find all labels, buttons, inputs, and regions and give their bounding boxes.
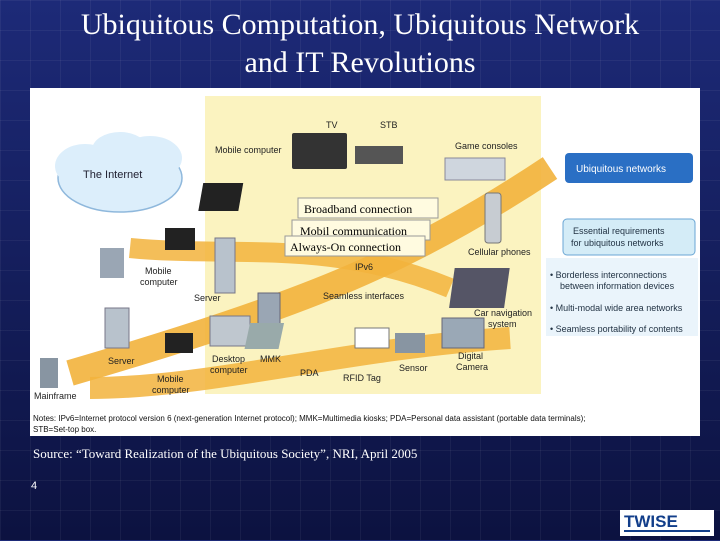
car-nav-label-1: Car navigation	[474, 308, 532, 318]
mobile-computer-top-label: Mobile computer	[215, 145, 282, 155]
desktop-left-icon	[100, 248, 124, 278]
server-mid-label: Server	[194, 293, 221, 303]
title-line-2: and IT Revolutions	[244, 46, 476, 79]
digital-camera-label-1: Digital	[458, 351, 483, 361]
laptop-low-icon	[165, 333, 193, 353]
pda-label: PDA	[300, 368, 319, 378]
ubiquitous-networks-label: Ubiquitous networks	[576, 164, 666, 175]
mobile-computer-left-label-1: Mobile	[145, 266, 172, 276]
laptop-left-icon	[165, 228, 195, 250]
mobile-computer-low-label-1: Mobile	[157, 374, 184, 384]
essential-requirements-box	[562, 218, 696, 256]
game-consoles-label: Game consoles	[455, 141, 518, 151]
internet-cloud: The Internet	[55, 132, 183, 213]
requirements-list-box	[546, 258, 698, 336]
game-console-icon	[444, 157, 506, 181]
essential-label-1: Essential requirements	[573, 226, 665, 236]
mainframe-label: Mainframe	[34, 391, 77, 401]
twise-logo-svg: TWISE	[624, 512, 710, 532]
server-mid-icon	[214, 237, 236, 294]
stb-icon	[355, 146, 403, 164]
always-on-overlay-box	[284, 235, 426, 257]
internet-label: The Internet	[83, 169, 142, 181]
desktop-label-2: computer	[210, 365, 248, 375]
mainframe-icon	[40, 358, 58, 388]
tv-label: TV	[326, 120, 338, 130]
digital-camera-label-2: Camera	[456, 362, 488, 372]
title-line-1: Ubiquitous Computation, Ubiquitous Netwo…	[80, 8, 640, 41]
logo-mark: TWISE	[624, 512, 678, 531]
diagram-svg: The Internet TV STB Mobile computer Game…	[33, 96, 698, 434]
stb-label: STB	[380, 120, 398, 130]
desktop-computer-icon	[209, 315, 251, 347]
sensor-icon	[395, 333, 425, 353]
notes-line-1: Notes: IPv6=Internet protocol version 6 …	[33, 414, 586, 423]
seamless-label: Seamless interfaces	[323, 291, 405, 301]
car-navigation-icon	[449, 268, 510, 308]
always-on-overlay: Always-On connection	[290, 240, 401, 254]
tv-icon	[292, 133, 347, 169]
digital-camera-icon	[441, 317, 485, 349]
car-nav-label-2: system	[488, 319, 517, 329]
requirement-3: • Seamless portability of contents	[550, 324, 683, 334]
laptop-top-icon	[198, 183, 244, 211]
network-tube-upper	[129, 238, 454, 298]
logo-underline	[624, 530, 710, 532]
rfid-tag-icon	[354, 327, 390, 349]
ipv6-label: IPv6	[355, 262, 373, 272]
mobile-computer-low-label-2: computer	[152, 385, 190, 395]
requirement-1-line-1: • Borderless interconnections	[550, 270, 667, 280]
twise-logo: TWISE	[620, 510, 714, 536]
essential-label-2: for ubiquitous networks	[571, 238, 664, 248]
mmk-label: MMK	[260, 354, 281, 364]
network-diagram: The Internet TV STB Mobile computer Game…	[30, 88, 700, 436]
requirement-1-line-2: between information devices	[560, 281, 675, 291]
rfid-label: RFID Tag	[343, 373, 381, 383]
server-low-icon	[104, 307, 130, 349]
ubiquitous-networks-callout	[565, 153, 693, 183]
server-low-label: Server	[108, 356, 135, 366]
source-citation: Source: “Toward Realization of the Ubiqu…	[33, 446, 418, 461]
broadband-overlay-box	[297, 197, 439, 219]
requirement-2: • Multi-modal wide area networks	[550, 303, 683, 313]
slide-title: Ubiquitous Computation, Ubiquitous Netwo…	[0, 6, 720, 82]
mobile-computer-left-label-2: computer	[140, 277, 178, 287]
pda-icon	[244, 323, 285, 349]
notes-line-2: STB=Set-top box.	[33, 425, 96, 434]
mobile-overlay: Mobil communication	[300, 224, 407, 238]
broadband-overlay: Broadband connection	[304, 202, 412, 216]
cellular-label: Cellular phones	[468, 247, 531, 257]
page-number: 4	[31, 480, 38, 492]
cellular-phone-icon	[484, 192, 502, 244]
sensor-label: Sensor	[399, 363, 428, 373]
desktop-label-1: Desktop	[212, 354, 245, 364]
